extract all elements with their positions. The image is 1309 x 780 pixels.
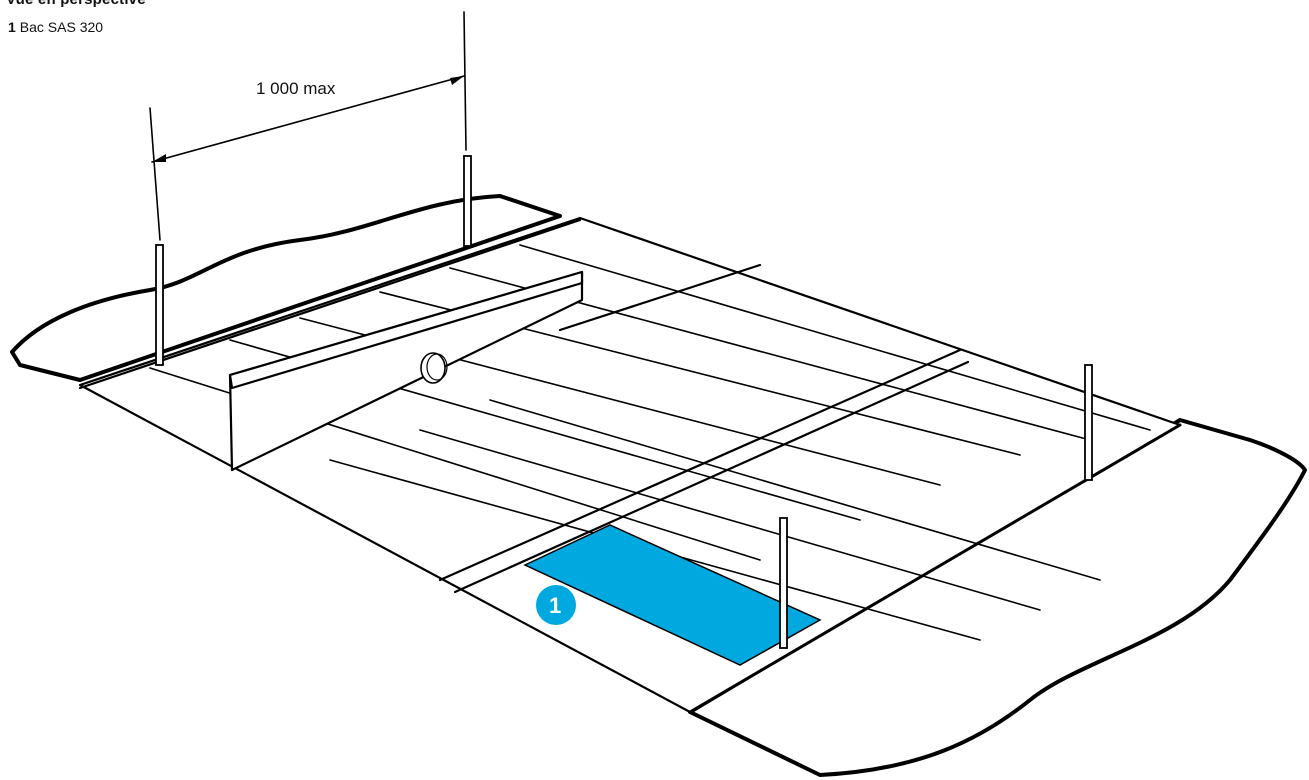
callout-badge-1: 1 [536,585,576,625]
callout-number: 1 [549,593,561,618]
hanger-rod [779,517,788,649]
hanger-rod [463,155,472,247]
dimension-label: 1 000 max [256,79,336,98]
legend-item-number: 1 [8,19,16,35]
hanger-rod [155,244,164,366]
hanger-rods [155,155,1093,649]
hanger-rod [1084,364,1093,481]
drawing-title: Vue en perspective [6,0,146,8]
left-ceiling-slab [10,194,562,382]
legend-item-label: Bac SAS 320 [19,19,104,35]
highlighted-sas-320-panel [523,524,822,666]
dimension-annotation [149,11,467,241]
air-duct-box [228,270,584,472]
